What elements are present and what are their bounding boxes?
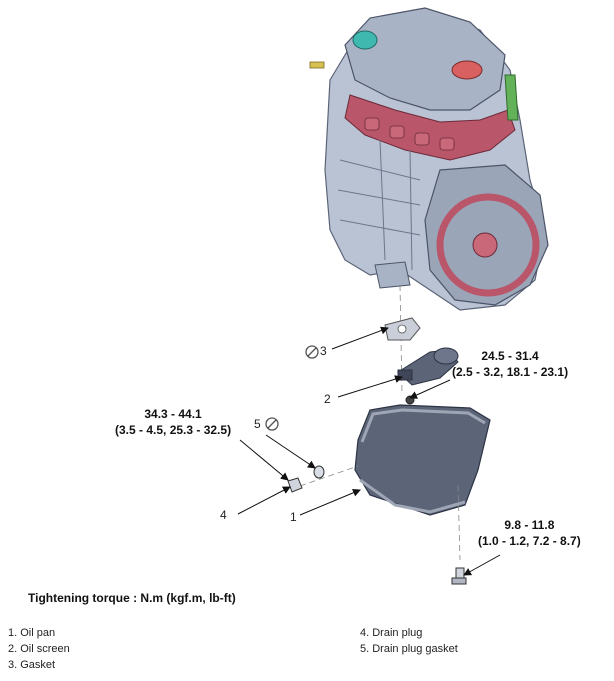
drain-plug-part bbox=[287, 477, 303, 493]
valve-cover bbox=[344, 7, 506, 111]
engine-assembly bbox=[309, 7, 549, 311]
legend-item: 2. Oil screen bbox=[8, 643, 70, 655]
legend-item: 1. Oil pan bbox=[8, 627, 56, 639]
callout-5: 5 bbox=[254, 417, 261, 431]
callout-2: 2 bbox=[324, 392, 331, 406]
legend-item: 3. Gasket bbox=[8, 659, 56, 671]
oil-pan-part bbox=[354, 404, 491, 516]
callout-4: 4 bbox=[220, 508, 227, 522]
drain-centerline bbox=[299, 465, 359, 487]
exploded-view-diagram bbox=[237, 7, 549, 585]
parts-legend-left: 1. Oil pan 2. Oil screen 3. Gasket bbox=[8, 625, 70, 673]
torque-oil-screen-nm: 24.5 - 31.4 bbox=[481, 349, 539, 363]
pan-bolt-centerline bbox=[457, 484, 461, 561]
legend-item: 4. Drain plug bbox=[360, 627, 423, 639]
leader-lines bbox=[237, 326, 501, 576]
torque-oil-pan-nm: 9.8 - 11.8 bbox=[504, 518, 555, 532]
torque-oil-pan-alt: (1.0 - 1.2, 7.2 - 8.7) bbox=[478, 534, 581, 548]
oil-pump-boss bbox=[374, 261, 411, 289]
thermostat-cap bbox=[451, 60, 483, 80]
callout-1: 1 bbox=[290, 510, 297, 524]
torque-oil-pan-bolt: 9.8 - 11.8 (1.0 - 1.2, 7.2 - 8.7) bbox=[478, 517, 581, 549]
exhaust-ports bbox=[364, 117, 455, 151]
oil-pan-bolt-part bbox=[451, 567, 467, 585]
oil-filler-cap bbox=[352, 30, 378, 50]
replace-symbol-gasket bbox=[305, 345, 319, 359]
legend-item: 5. Drain plug gasket bbox=[360, 643, 458, 655]
crank-hub bbox=[472, 232, 498, 258]
drain-plug-gasket-part bbox=[313, 465, 325, 479]
torque-drain-plug: 34.3 - 44.1 (3.5 - 4.5, 25.3 - 32.5) bbox=[115, 406, 231, 438]
cylinder-head-band bbox=[344, 94, 516, 161]
callout-3: 3 bbox=[320, 344, 327, 358]
lift-bracket bbox=[504, 74, 519, 121]
torque-oil-screen: 24.5 - 31.4 (2.5 - 3.2, 18.1 - 23.1) bbox=[452, 348, 568, 380]
sensor-stub bbox=[309, 61, 325, 69]
crank-flange bbox=[436, 193, 540, 297]
torque-unit-caption: Tightening torque : N.m (kgf.m, lb-ft) bbox=[28, 591, 236, 605]
block-ribs bbox=[337, 139, 421, 271]
torque-drain-plug-alt: (3.5 - 4.5, 25.3 - 32.5) bbox=[115, 423, 232, 437]
replace-symbol-drain-plug-gasket bbox=[265, 417, 279, 431]
torque-drain-plug-nm: 34.3 - 44.1 bbox=[144, 407, 202, 421]
oil-screen-part bbox=[397, 347, 459, 386]
torque-oil-screen-alt: (2.5 - 3.2, 18.1 - 23.1) bbox=[452, 365, 569, 379]
gasket-hole bbox=[397, 324, 407, 334]
parts-legend-right: 4. Drain plug 5. Drain plug gasket bbox=[360, 625, 458, 657]
